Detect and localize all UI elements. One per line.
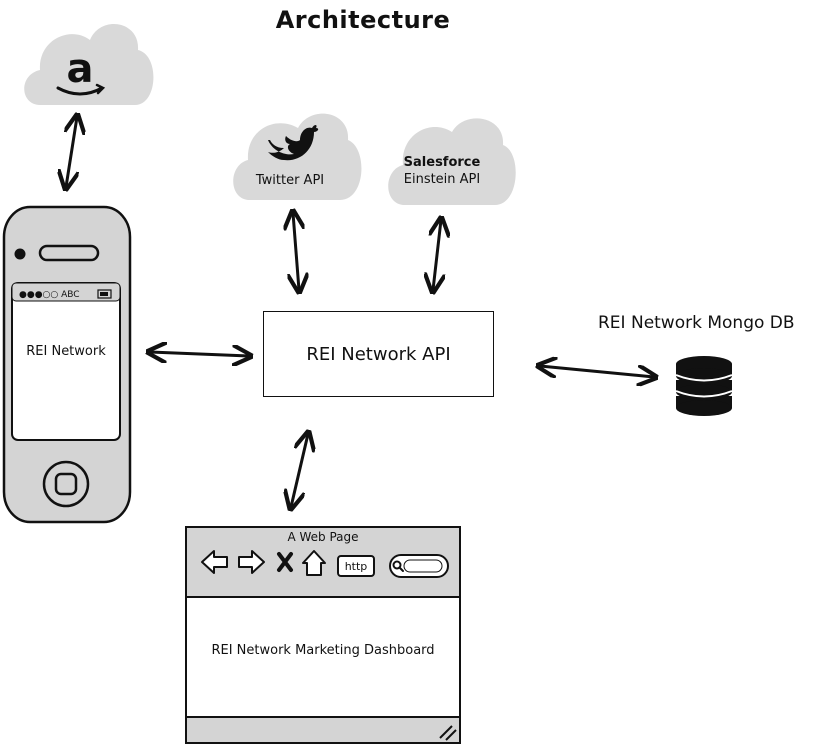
arrow-api-twitter	[293, 213, 299, 290]
database-label: REI Network Mongo DB	[598, 313, 795, 333]
close-icon	[277, 552, 293, 572]
salesforce-api-label: Einstein API	[403, 172, 481, 187]
amazon-cloud	[24, 23, 154, 105]
forward-arrow-icon	[238, 550, 265, 574]
amazon-logo-icon: a	[56, 46, 106, 96]
back-arrow-icon	[201, 550, 228, 574]
search-icon	[392, 560, 404, 572]
salesforce-cloud	[388, 118, 516, 205]
phone-app-label: REI Network	[26, 344, 106, 359]
svg-text:a: a	[67, 46, 94, 92]
twitter-bird-icon	[268, 125, 319, 161]
arrow-phone-amazon	[66, 117, 77, 187]
api-label: REI Network API	[306, 343, 451, 365]
arrow-api-database	[540, 366, 654, 377]
arrow-phone-api	[150, 352, 249, 356]
arrow-api-salesforce	[433, 220, 441, 290]
browser-title: A Web Page	[287, 530, 359, 544]
phone-device	[2, 205, 132, 524]
database-icon	[675, 356, 733, 416]
salesforce-cloud-label: Salesforce Einstein API	[392, 154, 492, 188]
home-icon	[302, 550, 326, 576]
url-label: http	[345, 560, 368, 573]
salesforce-name: Salesforce	[403, 155, 481, 170]
api-box: REI Network API	[263, 311, 494, 397]
browser-body-label: REI Network Marketing Dashboard	[211, 643, 435, 658]
diagram-title: Architecture	[275, 6, 451, 34]
twitter-cloud-label: Twitter API	[255, 173, 325, 188]
phone-status-bar: ●●●○○ ABC	[19, 290, 80, 300]
browser-search-bar	[389, 554, 449, 578]
arrow-api-browser	[291, 434, 308, 507]
url-badge: http	[337, 555, 375, 577]
